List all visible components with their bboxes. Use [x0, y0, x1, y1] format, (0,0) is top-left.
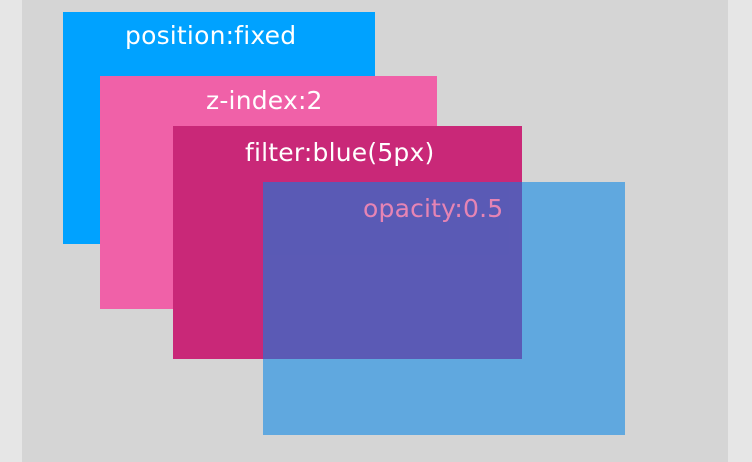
position-fixed-label: position:fixed: [125, 21, 297, 50]
opacity-layer: opacity:0.5: [263, 182, 625, 435]
filter-label: filter:blue(5px): [245, 138, 435, 167]
z-index-label: z-index:2: [206, 86, 323, 115]
opacity-label: opacity:0.5: [363, 194, 504, 223]
